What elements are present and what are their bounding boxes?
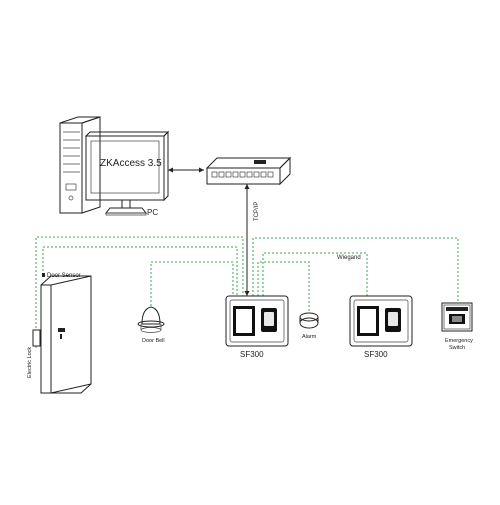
emergency-label-line1: Emergency (445, 338, 473, 344)
monitor-icon (84, 130, 170, 216)
pc-label: PC (147, 208, 158, 217)
wiegand-label: Wiegand (337, 255, 361, 261)
door-bell-icon (137, 306, 165, 333)
door-sensor-label: Door Sensor (47, 273, 81, 279)
pc-switch-link (168, 167, 204, 173)
software-title: ZKAccess 3.5 (100, 158, 162, 169)
terminal-icon (349, 295, 413, 347)
device1-label: SF300 (240, 350, 264, 359)
tcpip-label: TCP/IP (254, 202, 260, 221)
device2-label: SF300 (364, 350, 388, 359)
alarm-icon (299, 312, 319, 329)
emergency-switch-icon (441, 302, 473, 332)
electric-lock-label: Electric Lock (27, 347, 33, 378)
wiring (35, 236, 459, 348)
door-icon (40, 275, 92, 394)
network-switch-icon (205, 156, 292, 186)
terminal-icon (225, 295, 289, 347)
tcpip-link (244, 184, 250, 296)
switch-ports (211, 171, 274, 178)
pc-tower-icon (59, 116, 101, 214)
electric-lock-icon (32, 329, 41, 347)
emergency-label-line2: Switch (449, 345, 465, 351)
door-sensor-icon (42, 273, 45, 277)
door-bell-label: Door Bell (142, 338, 165, 344)
alarm-label: Alarm (302, 334, 317, 340)
